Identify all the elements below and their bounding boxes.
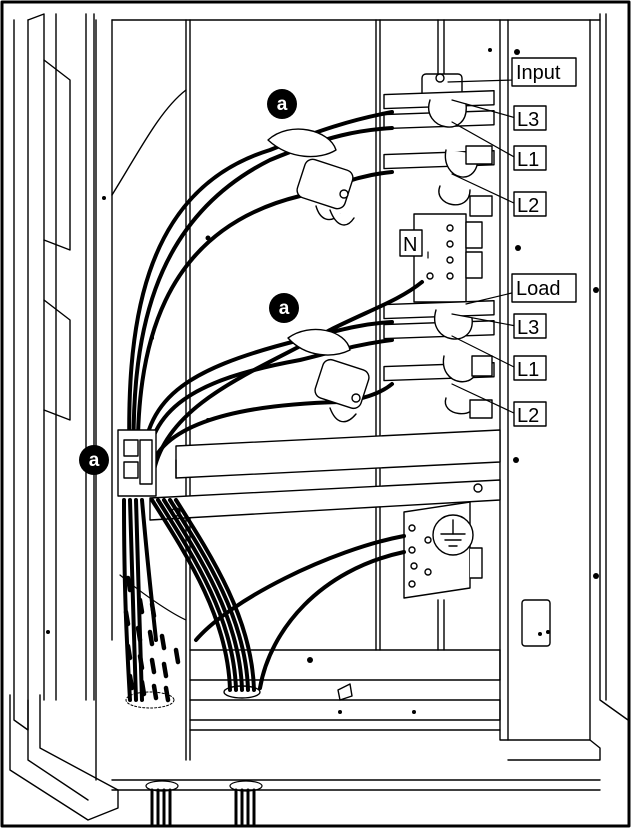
input-busbars bbox=[383, 73, 495, 217]
label-input-l1: L1 bbox=[513, 145, 547, 171]
label-input-l3: L3 bbox=[513, 105, 547, 131]
label-load-l3: L3 bbox=[513, 313, 547, 339]
label-load-l1-text: L1 bbox=[517, 359, 539, 381]
callout-a-middle-text: a bbox=[279, 298, 290, 319]
load-busbars bbox=[383, 300, 495, 419]
neutral-terminal bbox=[413, 213, 483, 303]
knockout-plate bbox=[521, 599, 551, 647]
label-load: Load bbox=[511, 273, 577, 303]
callout-a-upper: a bbox=[267, 89, 297, 119]
cable-clamp-middle bbox=[287, 328, 370, 423]
shelf bbox=[149, 429, 501, 521]
label-input-l1-text: L1 bbox=[517, 149, 539, 171]
label-input: Input bbox=[511, 57, 577, 87]
label-load-l3-text: L3 bbox=[517, 317, 539, 339]
label-input-l2: L2 bbox=[513, 191, 547, 217]
callout-a-lower-text: a bbox=[89, 450, 100, 471]
label-neutral: N bbox=[399, 229, 423, 257]
label-load-l1: L1 bbox=[513, 355, 547, 381]
callout-a-middle: a bbox=[269, 293, 299, 323]
label-input-l2-text: L2 bbox=[517, 195, 539, 217]
ground-symbol-icon bbox=[432, 514, 474, 556]
callout-a-lower: a bbox=[79, 445, 109, 475]
cabinet-frame bbox=[9, 13, 629, 821]
callout-a-upper-text: a bbox=[277, 94, 288, 115]
cable-clamp-upper bbox=[267, 128, 355, 226]
label-load-l2-text: L2 bbox=[517, 405, 539, 427]
leader-lines bbox=[427, 79, 517, 415]
cable-clamp-lower bbox=[117, 429, 157, 497]
label-neutral-text: N bbox=[403, 234, 417, 256]
label-input-text: Input bbox=[516, 62, 561, 84]
label-load-l2: L2 bbox=[513, 401, 547, 427]
power-cables bbox=[122, 110, 424, 702]
cable-floor-exit bbox=[150, 788, 256, 828]
label-load-text: Load bbox=[516, 278, 561, 300]
label-input-l3-text: L3 bbox=[517, 109, 539, 131]
